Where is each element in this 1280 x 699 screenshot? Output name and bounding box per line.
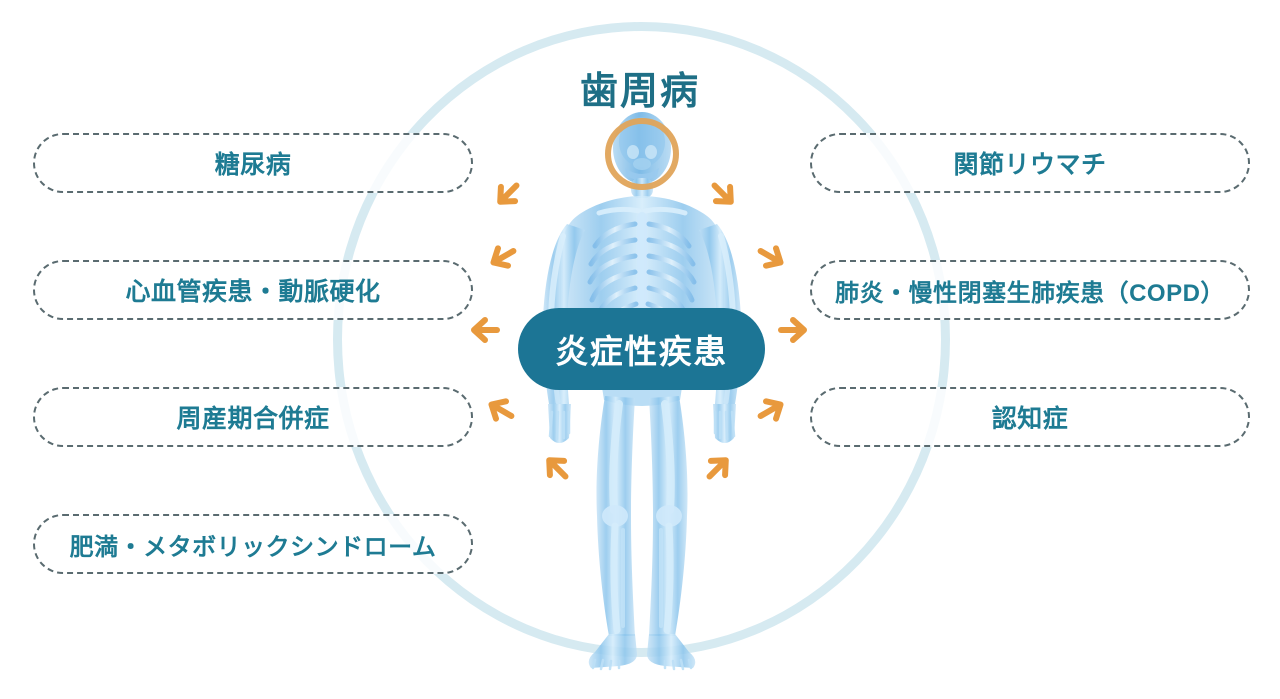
disease-label: 認知症	[991, 405, 1069, 433]
disease-pill-dementia: 認知症	[810, 387, 1250, 447]
background-ellipse-ring	[333, 22, 950, 657]
disease-label: 肺炎・慢性閉塞生肺疾患（COPD）	[835, 279, 1225, 307]
arrow-mid-right-icon	[742, 228, 799, 285]
page-title: 歯周病	[579, 71, 700, 113]
disease-pill-perinatal: 周産期合併症	[33, 387, 473, 447]
arrow-lower-right-icon	[742, 381, 799, 438]
arrow-bottom-left-icon	[527, 438, 586, 497]
arrow-right-icon	[772, 309, 814, 351]
disease-label: 肥満・メタボリックシンドローム	[69, 533, 437, 561]
disease-label: 心血管疾患・動脈硬化	[125, 278, 381, 306]
arrow-lower-left-icon	[472, 381, 529, 438]
inflammatory-disease-badge: 炎症性疾患	[518, 308, 765, 390]
arrow-mid-left-icon	[474, 228, 531, 285]
disease-label: 周産期合併症	[176, 405, 330, 433]
arrow-bottom-right-icon	[688, 438, 747, 497]
disease-pill-pneumonia-copd: 肺炎・慢性閉塞生肺疾患（COPD）	[810, 260, 1250, 320]
disease-pill-diabetes: 糖尿病	[33, 133, 473, 193]
disease-pill-rheumatoid-arthritis: 関節リウマチ	[810, 133, 1250, 193]
disease-pill-cardiovascular: 心血管疾患・動脈硬化	[33, 260, 473, 320]
disease-label: 糖尿病	[214, 151, 292, 179]
arrow-left-icon	[464, 309, 506, 351]
arrow-upper-right-icon	[693, 164, 752, 223]
badge-label: 炎症性疾患	[555, 333, 728, 370]
disease-pill-obesity-metabolic: 肥満・メタボリックシンドローム	[33, 514, 473, 574]
arrow-upper-left-icon	[478, 164, 537, 223]
disease-label: 関節リウマチ	[953, 151, 1107, 179]
